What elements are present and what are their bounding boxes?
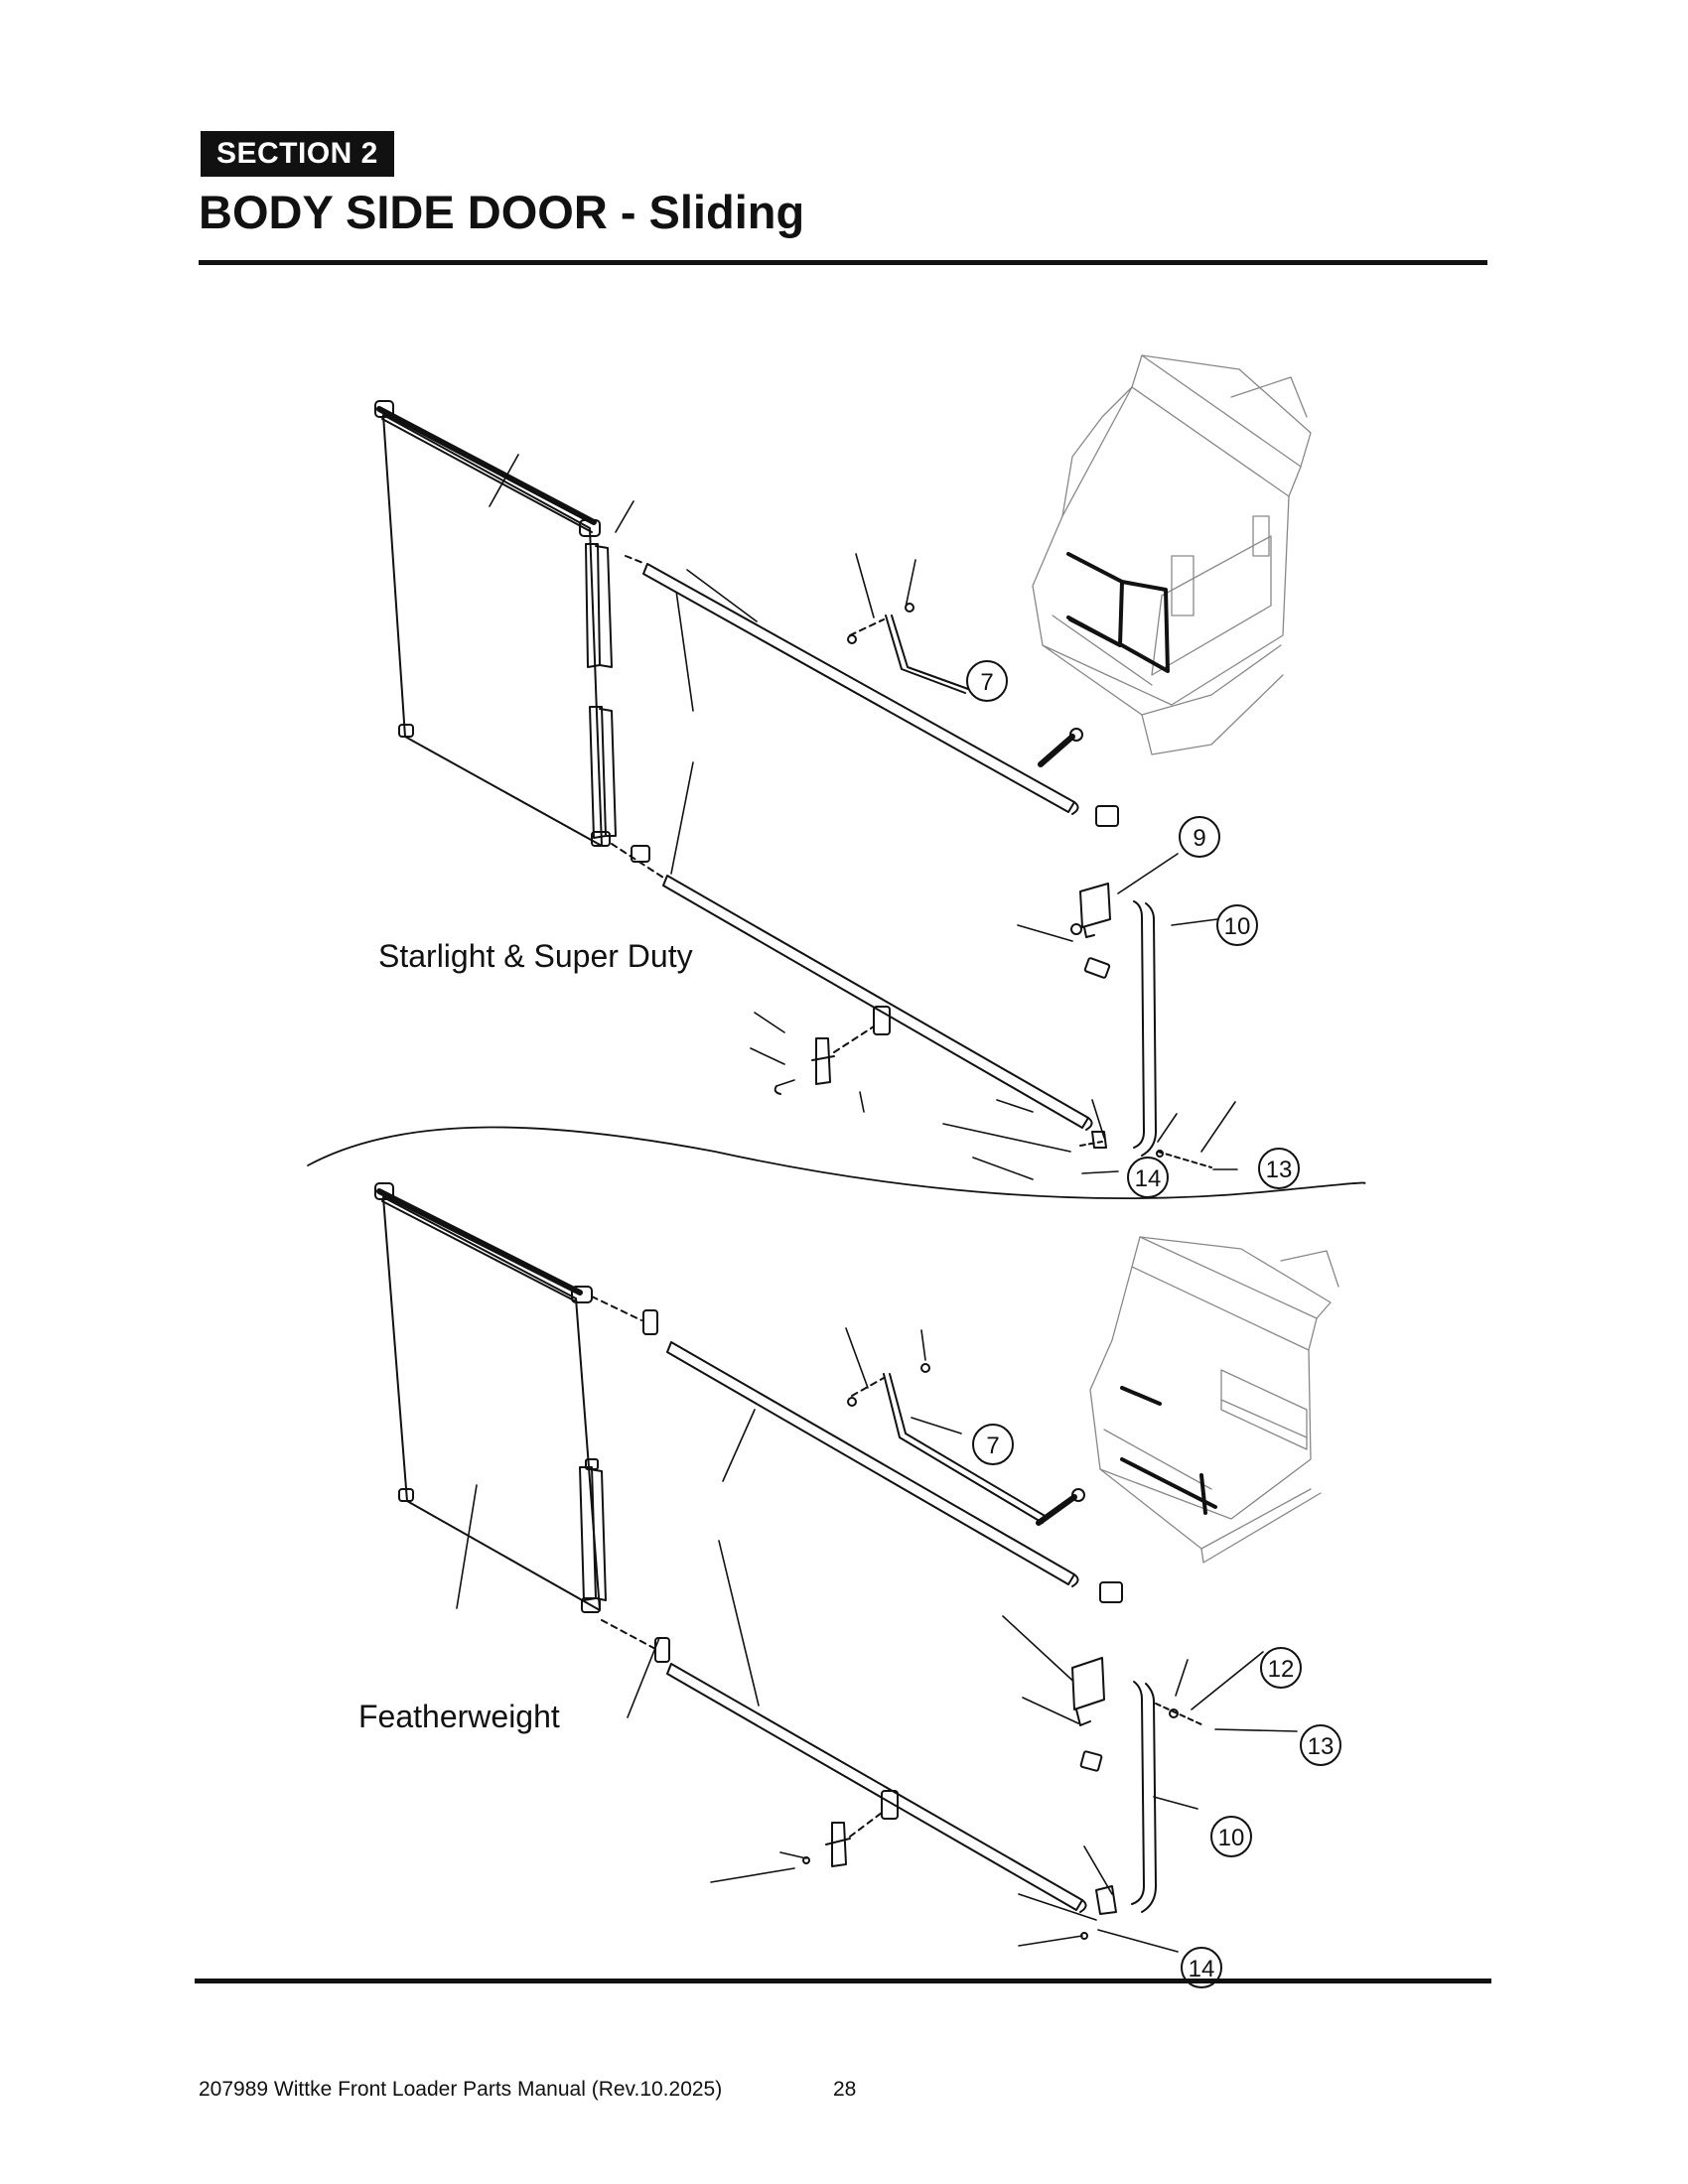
callout-label: 13 xyxy=(1266,1157,1293,1183)
variant-label-featherweight: Featherweight xyxy=(358,1699,560,1734)
lower-leaders xyxy=(456,1327,1298,1953)
callout-upper-10 xyxy=(1216,904,1258,946)
upper-inset-door-highlight xyxy=(1066,552,1170,673)
callout-label: 14 xyxy=(1189,1956,1215,1982)
callout-label: 13 xyxy=(1308,1733,1335,1760)
lower-inset-truck xyxy=(1089,1236,1339,1564)
callout-label: 10 xyxy=(1218,1825,1245,1851)
callout-lower-13 xyxy=(1300,1724,1341,1766)
callout-label: 10 xyxy=(1224,913,1251,940)
lower-latch-and-rod xyxy=(1071,1657,1204,1940)
callout-lower-12 xyxy=(1260,1647,1302,1689)
lower-handle-arm xyxy=(847,1363,1048,1524)
upper-variant-drawing xyxy=(374,354,1312,1180)
callout-lower-10 xyxy=(1210,1816,1252,1857)
callout-upper-7 xyxy=(966,660,1008,702)
callout-label: 7 xyxy=(986,1433,999,1459)
upper-handle-arm xyxy=(847,603,969,694)
callout-lower-14 xyxy=(1181,1947,1222,1988)
callout-label: 12 xyxy=(1268,1656,1295,1683)
callout-label: 14 xyxy=(1135,1165,1162,1192)
header-rule xyxy=(199,260,1487,265)
upper-track-rod xyxy=(625,555,1119,827)
lower-upper-rod xyxy=(591,1296,1123,1603)
upper-door-panel xyxy=(374,400,617,847)
upper-inset-truck xyxy=(1032,354,1312,755)
callouts xyxy=(966,660,1341,1988)
lower-lower-rod xyxy=(601,1619,1087,1913)
callout-label: 9 xyxy=(1193,825,1205,852)
callout-upper-13 xyxy=(1258,1148,1300,1189)
variant-label-starlight: Starlight & Super Duty xyxy=(378,938,693,974)
lower-door-panel xyxy=(374,1182,607,1613)
callout-labels: 7 9 10 13 14 7 12 13 10 14 xyxy=(980,669,1334,1982)
upper-latch-and-rod xyxy=(1070,883,1212,1168)
page-number: 28 xyxy=(833,2078,857,2101)
lower-variant-drawing xyxy=(374,1182,1339,1953)
lower-inset-door-highlight xyxy=(1120,1386,1217,1515)
upper-lower-rod xyxy=(611,843,1093,1131)
variant-divider xyxy=(307,1126,1366,1200)
callout-lower-7 xyxy=(972,1424,1014,1465)
section-tag: SECTION 2 xyxy=(201,131,394,177)
callout-label: 7 xyxy=(980,669,993,696)
upper-leaders xyxy=(489,454,1238,1180)
footer-rule xyxy=(195,1979,1491,1983)
callout-upper-9 xyxy=(1179,816,1220,858)
page-title: BODY SIDE DOOR - Sliding xyxy=(199,186,805,238)
footer-document-title: 207989 Wittke Front Loader Parts Manual … xyxy=(199,2078,723,2101)
upper-latch-hardware xyxy=(774,1006,891,1095)
lower-latch-hardware xyxy=(802,1790,899,1867)
callout-upper-14 xyxy=(1127,1157,1169,1198)
